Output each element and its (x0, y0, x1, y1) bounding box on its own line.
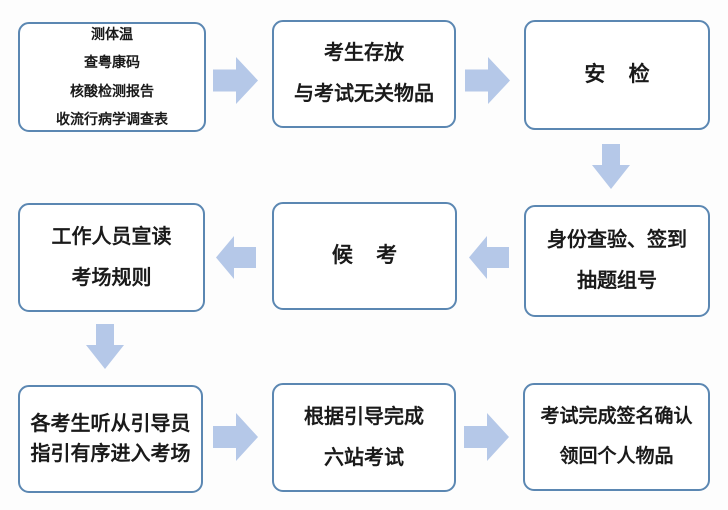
flow-step-label-line: 查粤康码 (84, 54, 140, 70)
flow-step-label-line: 考试完成签名确认 (540, 406, 693, 428)
arrow-right-shape (213, 57, 258, 104)
arrow-right-icon (213, 413, 258, 461)
flow-step-label-line: 与考试无关物品 (294, 83, 434, 105)
arrow-down-shape (86, 324, 124, 369)
arrow-down-shape (592, 144, 630, 189)
flow-step-health-screening: 测体温 查粤康码 核酸检测报告 收流行病学调查表 (18, 22, 206, 132)
arrow-left-icon (216, 236, 256, 279)
arrow-right-icon (213, 57, 258, 104)
flow-step-label-line: 候 考 (331, 243, 398, 267)
arrow-right-shape (464, 413, 509, 461)
arrow-right-icon (465, 57, 510, 104)
flow-step-label-line: 根据引导完成 (304, 405, 424, 428)
arrow-left-shape (469, 236, 509, 279)
arrow-down-icon (86, 324, 124, 369)
flow-step-read-rules: 工作人员宣读 考场规则 (18, 203, 205, 312)
arrow-right-icon (464, 413, 509, 461)
flow-step-identity-check-sign-in: 身份查验、签到 抽题组号 (524, 205, 710, 317)
flow-step-label-line: 收流行病学调查表 (56, 111, 168, 127)
flow-step-store-items: 考生存放 与考试无关物品 (272, 20, 456, 128)
arrow-right-shape (465, 57, 510, 104)
arrow-left-shape (216, 236, 256, 279)
arrow-down-icon (592, 144, 630, 189)
flow-step-label-line: 核酸检测报告 (70, 82, 154, 99)
flow-step-waiting: 候 考 (272, 202, 457, 310)
flow-step-label-line: 工作人员宣读 (51, 225, 172, 248)
flow-step-label-line: 各考生听从引导员 (30, 412, 191, 435)
arrow-left-icon (469, 236, 509, 279)
flow-step-six-station-exam: 根据引导完成 六站考试 (272, 383, 456, 492)
flow-step-label-line: 六站考试 (324, 446, 404, 469)
arrow-right-shape (213, 413, 258, 461)
flow-step-label-line: 指引有序进入考场 (30, 442, 191, 465)
flow-step-label-line: 测体温 (91, 25, 133, 42)
flow-step-sign-confirm-collect: 考试完成签名确认 领回个人物品 (523, 383, 710, 491)
flow-step-label-line: 考场规则 (71, 266, 152, 289)
flow-step-enter-exam-room: 各考生听从引导员 指引有序进入考场 (18, 385, 203, 493)
flow-step-security-check: 安 检 (524, 20, 710, 130)
flow-step-label-line: 身份查验、签到 (547, 229, 687, 251)
flow-step-label-line: 考生存放 (324, 42, 404, 64)
flow-step-label-line: 领回个人物品 (559, 446, 674, 467)
flow-step-label-line: 安 检 (584, 62, 650, 86)
flow-step-label-line: 抽题组号 (577, 270, 657, 292)
